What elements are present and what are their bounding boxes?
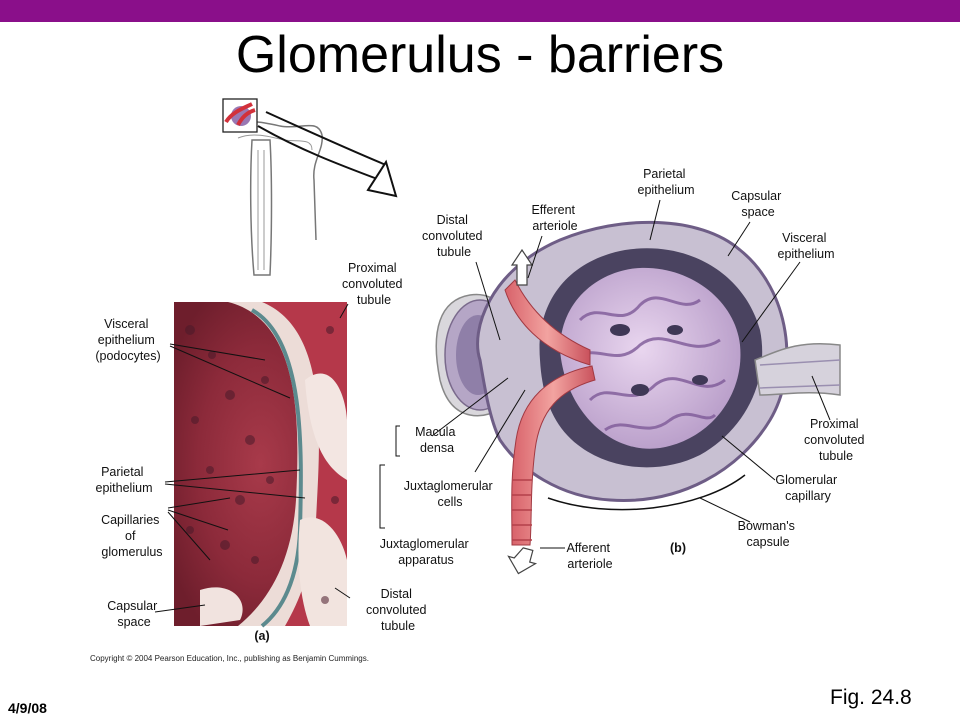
label-b-efferent: Efferent arteriole — [531, 203, 578, 233]
panel-a-tag: (a) — [254, 629, 269, 643]
label-a-distal: Distal convoluted tubule — [366, 587, 430, 633]
panel-b-tag: (b) — [670, 541, 686, 555]
label-b-jg-cells: Juxtaglomerular cells — [404, 479, 496, 509]
figure-reference: Fig. 24.8 — [830, 686, 912, 709]
label-b-glom-cap: Glomerular capillary — [775, 473, 840, 503]
label-a-capillaries: Capillaries of glomerulus — [101, 513, 163, 559]
label-a-visceral: Visceral epithelium (podocytes) — [95, 317, 160, 363]
label-b-afferent: Afferent arteriole — [566, 541, 613, 571]
slide-title: Glomerulus - barriers — [235, 26, 725, 84]
label-b-parietal: Parietal epithelium — [638, 167, 695, 197]
panel-b-illustration — [435, 220, 841, 575]
label-b-distal: Distal convoluted tubule — [422, 213, 486, 259]
panel-a-micrograph — [174, 302, 347, 628]
label-b-bowmans: Bowman's capsule — [738, 519, 799, 549]
label-a-capsular: Capsular space — [107, 599, 161, 629]
label-b-macula: Macula densa — [415, 425, 459, 455]
title-bar — [0, 0, 960, 22]
label-a-parietal: Parietal epithelium — [96, 465, 153, 495]
label-b-capsular: Capsular space — [731, 189, 785, 219]
copyright-text: Copyright © 2004 Pearson Education, Inc.… — [90, 654, 369, 663]
label-b-visceral: Visceral epithelium — [778, 231, 835, 261]
nephron-sketch — [222, 98, 398, 276]
leader-lines — [154, 199, 831, 613]
label-b-jg-apparatus: Juxtaglomerular apparatus — [380, 537, 472, 567]
label-a-proximal: Proximal convoluted tubule — [342, 261, 406, 307]
slide-date: 4/9/08 — [8, 700, 47, 716]
label-b-proximal: Proximal convoluted tubule — [804, 417, 868, 463]
